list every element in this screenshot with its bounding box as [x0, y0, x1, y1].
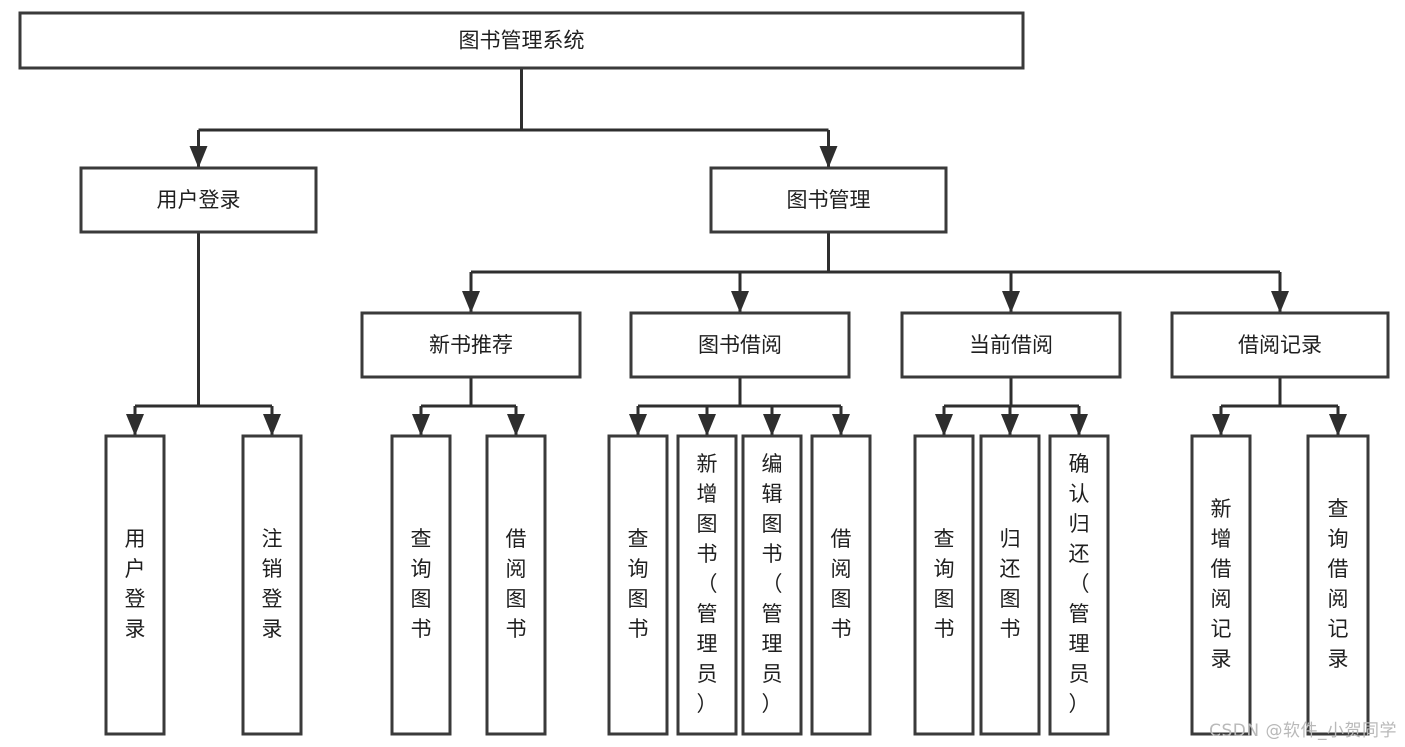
edge-arrowhead	[263, 414, 281, 436]
level2-node-3[interactable]: 当前借阅	[900, 311, 1122, 379]
leaf-node-13[interactable]: 查询借阅记录	[1306, 434, 1370, 736]
leaf-node-5-label: 查询图书	[628, 527, 649, 641]
edge-group	[1212, 377, 1347, 436]
leaf-node-10[interactable]: 归还图书	[979, 434, 1041, 736]
level2-node-2[interactable]: 图书借阅	[629, 311, 851, 379]
root-node-book-management-system[interactable]: 图书管理系统	[18, 11, 1025, 70]
level1-node-book-management-box	[709, 166, 948, 234]
leaf-node-9-box	[913, 434, 975, 736]
leaf-node-9-label: 查询图书	[934, 527, 955, 641]
leaf-node-2-label: 注销登录	[262, 527, 283, 641]
leaf-node-12[interactable]: 新增借阅记录	[1190, 434, 1252, 736]
level2-node-1-box	[360, 311, 582, 379]
leaf-node-3-box	[390, 434, 452, 736]
edges-layer	[126, 68, 1347, 436]
edge-arrowhead	[731, 291, 749, 313]
watermark-text: CSDN @软件_小贺同学	[1209, 721, 1397, 741]
leaf-node-12-label: 新增借阅记录	[1211, 497, 1232, 671]
leaf-node-11-box	[1048, 434, 1110, 736]
leaf-node-9[interactable]: 查询图书	[913, 434, 975, 736]
edge-arrowhead	[412, 414, 430, 436]
leaf-node-6-label: 新增图书（管理员）	[697, 452, 718, 716]
leaf-node-5[interactable]: 查询图书	[607, 434, 669, 736]
level2-node-1-label: 新书推荐	[429, 333, 513, 357]
leaf-node-4-box	[485, 434, 547, 736]
leaf-node-2[interactable]: 注销登录	[241, 434, 303, 736]
leaf-node-1-box	[104, 434, 166, 736]
edge-arrowhead	[1271, 291, 1289, 313]
edge-arrowhead	[189, 146, 208, 168]
edge-group	[126, 232, 281, 436]
edge-group	[189, 68, 838, 168]
leaf-node-8[interactable]: 借阅图书	[810, 434, 872, 736]
edge-arrowhead	[935, 414, 953, 436]
edge-group	[935, 377, 1088, 436]
edge-arrowhead	[507, 414, 525, 436]
edge-group	[412, 377, 525, 436]
level2-node-2-label: 图书借阅	[698, 333, 782, 357]
level2-node-1[interactable]: 新书推荐	[360, 311, 582, 379]
leaf-node-7-box	[741, 434, 803, 736]
leaf-node-8-box	[810, 434, 872, 736]
leaf-node-6-box	[676, 434, 738, 736]
level2-node-3-label: 当前借阅	[969, 333, 1053, 357]
level1-node-user-login[interactable]: 用户登录	[79, 166, 318, 234]
level2-node-3-box	[900, 311, 1122, 379]
edge-arrowhead	[1070, 414, 1088, 436]
leaf-node-11[interactable]: 确认归还（管理员）	[1048, 434, 1110, 736]
leaf-node-7-label: 编辑图书（管理员）	[762, 452, 783, 716]
leaf-node-13-label: 查询借阅记录	[1328, 497, 1349, 671]
root-node-book-management-system-label: 图书管理系统	[459, 29, 585, 53]
leaf-node-1[interactable]: 用户登录	[104, 434, 166, 736]
leaf-node-11-label: 确认归还（管理员）	[1069, 452, 1090, 716]
edge-group	[462, 232, 1289, 313]
level1-node-user-login-label: 用户登录	[157, 188, 241, 212]
leaf-node-2-box	[241, 434, 303, 736]
edge-arrowhead	[1329, 414, 1347, 436]
level2-node-4[interactable]: 借阅记录	[1170, 311, 1390, 379]
edge-arrowhead	[1212, 414, 1230, 436]
leaf-node-10-label: 归还图书	[1000, 527, 1021, 641]
level1-node-user-login-box	[79, 166, 318, 234]
edge-arrowhead	[629, 414, 647, 436]
leaf-node-4-label: 借阅图书	[506, 527, 527, 641]
level2-node-2-box	[629, 311, 851, 379]
root-node-book-management-system-box	[18, 11, 1025, 70]
level1-node-book-management[interactable]: 图书管理	[709, 166, 948, 234]
leaf-node-7[interactable]: 编辑图书（管理员）	[741, 434, 803, 736]
leaf-node-12-box	[1190, 434, 1252, 736]
edge-arrowhead	[698, 414, 716, 436]
edge-arrowhead	[1002, 291, 1020, 313]
leaf-node-10-box	[979, 434, 1041, 736]
leaf-node-8-label: 借阅图书	[831, 527, 852, 641]
edge-arrowhead	[126, 414, 144, 436]
edge-group	[629, 377, 850, 436]
edge-arrowhead	[462, 291, 480, 313]
leaf-node-5-box	[607, 434, 669, 736]
leaf-node-6[interactable]: 新增图书（管理员）	[676, 434, 738, 736]
level2-node-4-label: 借阅记录	[1238, 333, 1322, 357]
leaf-node-4[interactable]: 借阅图书	[485, 434, 547, 736]
edge-arrowhead	[763, 414, 781, 436]
leaf-node-1-label: 用户登录	[125, 527, 146, 641]
leaf-node-13-box	[1306, 434, 1370, 736]
leaf-node-3[interactable]: 查询图书	[390, 434, 452, 736]
level2-node-4-box	[1170, 311, 1390, 379]
edge-arrowhead	[1001, 414, 1019, 436]
edge-arrowhead	[819, 146, 838, 168]
nodes-layer: 图书管理系统用户登录图书管理新书推荐图书借阅当前借阅借阅记录用户登录注销登录查询…	[18, 11, 1390, 736]
edge-arrowhead	[832, 414, 850, 436]
level1-node-book-management-label: 图书管理	[787, 188, 871, 212]
leaf-node-3-label: 查询图书	[411, 527, 432, 641]
